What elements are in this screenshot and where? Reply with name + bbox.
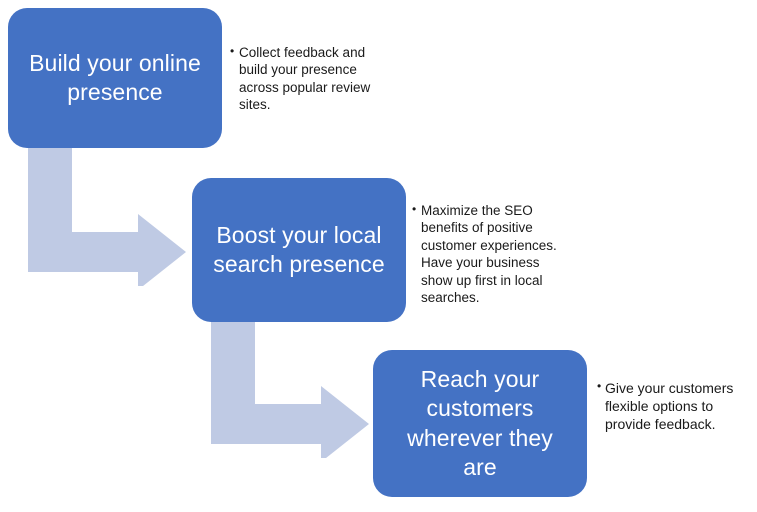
- callout-step-3: Give your customers flexible options to …: [597, 378, 749, 433]
- callout-step-1: Collect feedback and build your presence…: [230, 44, 380, 114]
- callout-step-3-bullet: Give your customers flexible options to …: [597, 378, 749, 433]
- callout-step-2-bullet: Maximize the SEO benefits of positive cu…: [412, 201, 562, 306]
- process-box-step-3[interactable]: Reach your customers wherever they are: [373, 350, 587, 497]
- bent-arrow-step2-to-step3-icon: [211, 318, 371, 462]
- bent-arrow-step1-to-step2-icon: [28, 146, 188, 290]
- process-box-step-3-label: Reach your customers wherever they are: [407, 365, 553, 480]
- callout-step-3-list: Give your customers flexible options to …: [597, 378, 749, 433]
- process-box-step-1-label: Build your online presence: [29, 49, 201, 105]
- process-box-step-1[interactable]: Build your online presence: [8, 8, 222, 148]
- callout-step-2: Maximize the SEO benefits of positive cu…: [412, 201, 562, 306]
- process-box-step-2[interactable]: Boost your local search presence: [192, 178, 406, 322]
- callout-step-1-bullet: Collect feedback and build your presence…: [230, 44, 380, 114]
- process-box-step-2-label: Boost your local search presence: [213, 221, 385, 277]
- callout-step-1-list: Collect feedback and build your presence…: [230, 44, 380, 114]
- callout-step-2-list: Maximize the SEO benefits of positive cu…: [412, 201, 562, 306]
